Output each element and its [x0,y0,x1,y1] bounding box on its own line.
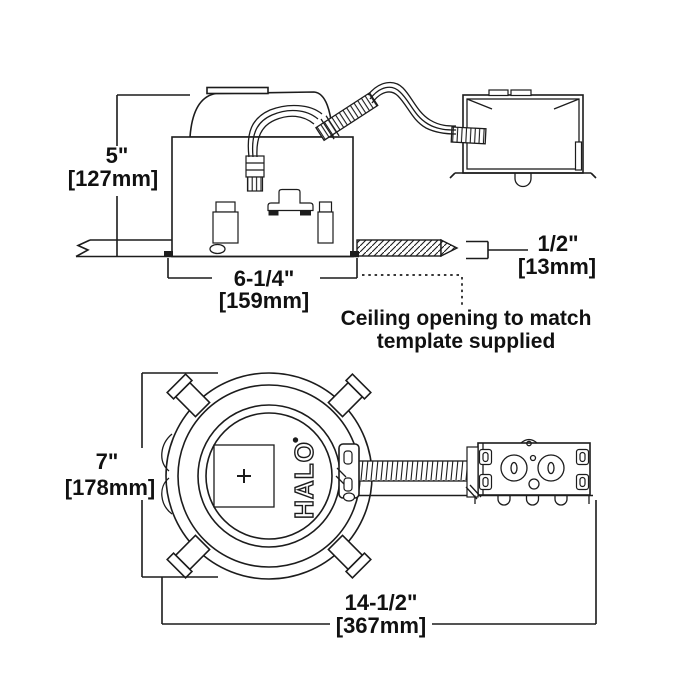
dome-top-tab [206,86,269,95]
ceiling-right-section [356,238,459,258]
conduit-bracket [335,443,360,502]
height-dim-inches-label: 5" [106,143,129,168]
cable-clamp-slots [478,448,590,491]
left-spring-bracket [212,201,239,244]
tv-width-dim-mm-label: [367mm] [336,613,426,638]
junction-box-side-view [449,89,597,188]
flange-marker-right [350,251,359,257]
lamp-opening-square [213,444,275,508]
brand-dot [292,437,299,443]
bottom-view-diagram: HALO [65,372,597,638]
right-spring-bracket [317,201,334,244]
center-cross-mark [237,469,251,483]
width-dimension-14-1-2in: 14-1/2" [367mm] [161,500,597,638]
socket-bracket [267,188,314,216]
box-top-tab [510,89,532,97]
box-top-tab [488,89,509,97]
tv-height-dim-inches-label: 7" [96,449,119,474]
mounting-tab-nw [166,373,211,418]
box-corner-braces [466,98,580,110]
width-dimension-6-1-4in: 6-1/4" [159mm] [167,258,358,313]
ceiling-thickness-dimension: 1/2" [13mm] [466,231,596,279]
knockouts [500,454,565,490]
tv-height-dim-mm-label: [178mm] [65,475,155,500]
flex-conduit-stub [450,126,487,145]
conduit-clamp-tick [320,118,335,140]
conduit-clamp-tick [325,115,340,137]
box-conduit-clamp-plate [466,446,479,498]
flange-marker-left [164,251,173,257]
height-dim-mm-label: [127mm] [68,166,158,191]
clamp-screw-marks [335,467,347,485]
note-line-2: template supplied [377,330,556,353]
dotted-leader-line [362,274,463,308]
mounting-tab-se [327,534,372,579]
note-line-1: Ceiling opening to match [341,307,592,330]
width-dim-inches-label: 6-1/4" [234,266,295,291]
height-dimension-5in: 5" [127mm] [68,94,190,257]
wires [247,81,457,158]
side-view-diagram: 5" [127mm] 6-1/4" [159mm] 1/2" [13mm] Ce… [68,81,597,353]
break-line-symbol [75,239,91,258]
box-ground-tab [514,173,532,188]
can-slot-oval [209,243,226,255]
brand-logo-text: HALO [289,441,319,519]
width-dim-mm-label: [159mm] [219,288,309,313]
ceiling-left-section [75,239,172,258]
thickness-dim-inches-label: 1/2" [537,231,578,256]
box-side-tab [574,141,583,171]
flange-end-ticks [474,495,590,504]
height-dimension-7in: 7" [178mm] [65,372,218,578]
ceiling-cut-arrow [440,238,459,258]
wire-connector [245,155,265,192]
mounting-tab-ne [327,373,372,418]
frame-edge-bumps [161,433,173,515]
box-bottom-tabs [497,495,568,506]
flex-conduit-upper [315,91,379,142]
recessed-can-side-view [164,86,359,258]
ceiling-opening-note: Ceiling opening to match template suppli… [341,274,592,353]
junction-box-top-view [465,438,591,506]
box-mounting-flange [449,172,597,179]
tv-width-dim-inches-label: 14-1/2" [345,590,418,615]
flex-conduit-bottom-view [347,460,474,482]
thickness-dim-mm-label: [13mm] [518,254,596,279]
box-top-bump [520,438,538,444]
mounting-tab-sw [166,534,211,579]
